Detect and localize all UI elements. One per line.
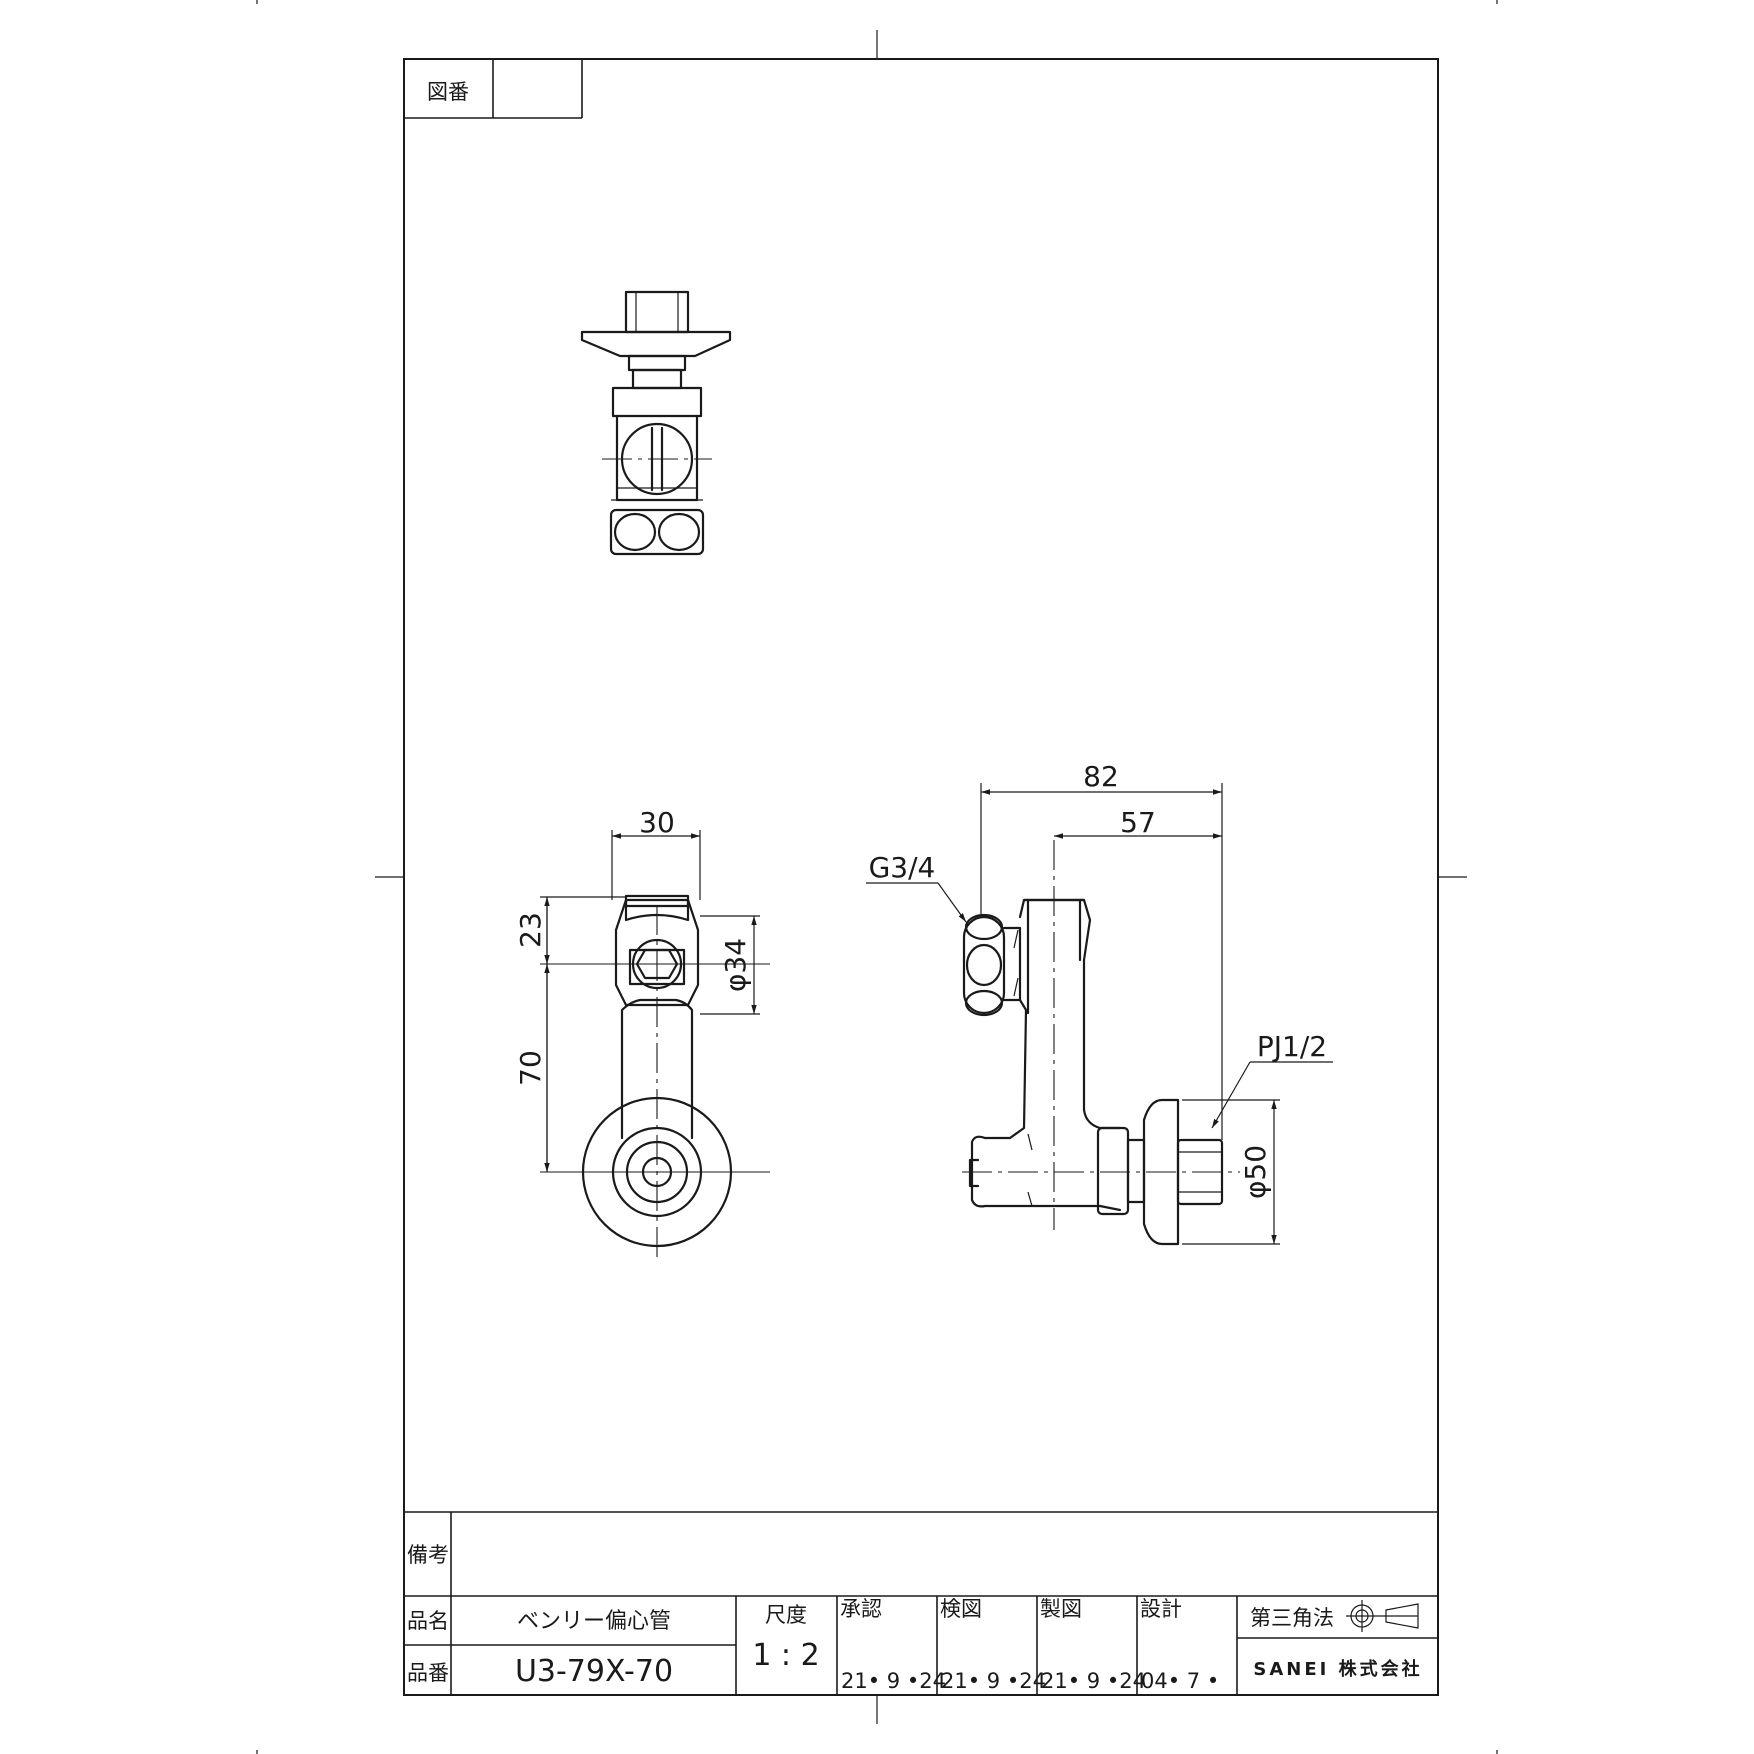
approved-date: 21• 9 •24 bbox=[841, 1669, 946, 1693]
scale-label: 尺度 bbox=[765, 1603, 807, 1627]
sheet-marks bbox=[256, 0, 1498, 1754]
dim-pj12: PJ1/2 bbox=[1257, 1030, 1327, 1063]
drawing-number-box: 図番 bbox=[404, 59, 583, 119]
front-view bbox=[540, 894, 770, 1260]
dim-70: 70 bbox=[514, 1050, 547, 1086]
drawn-label: 製図 bbox=[1040, 1597, 1082, 1621]
projection-label: 第三角法 bbox=[1250, 1606, 1334, 1630]
dim-dia-50: φ50 bbox=[1239, 1145, 1272, 1199]
drawing-number-label: 図番 bbox=[427, 80, 469, 104]
remarks-label: 備考 bbox=[407, 1543, 449, 1567]
dim-57: 57 bbox=[1120, 806, 1156, 839]
dim-23: 23 bbox=[514, 912, 547, 948]
drawing-frame bbox=[403, 58, 1439, 1696]
checked-label: 検図 bbox=[940, 1597, 982, 1621]
side-view-dimensions: 82 57 G3/4 PJ1/2 φ50 bbox=[866, 760, 1333, 1245]
product-name-value: ベンリー偏心管 bbox=[517, 1609, 671, 1634]
designed-label: 設計 bbox=[1140, 1597, 1182, 1621]
dim-dia-34: φ34 bbox=[719, 938, 752, 992]
top-view bbox=[580, 290, 732, 556]
front-view-dimensions: 30 23 70 φ34 bbox=[514, 806, 760, 1172]
approved-label: 承認 bbox=[840, 1597, 882, 1621]
scale-value: 1 : 2 bbox=[752, 1638, 819, 1673]
checked-date: 21• 9 •24 bbox=[941, 1669, 1046, 1693]
product-number-label: 品番 bbox=[407, 1661, 449, 1685]
dim-30: 30 bbox=[639, 806, 675, 839]
third-angle-projection-icon bbox=[1346, 1600, 1419, 1632]
product-number-value: U3-79X-70 bbox=[515, 1654, 673, 1689]
side-view bbox=[962, 840, 1240, 1246]
drawn-date: 21• 9 •24 bbox=[1041, 1669, 1146, 1693]
designed-date: 04• 7 • bbox=[1141, 1669, 1219, 1693]
company-name: SANEI 株式会社 bbox=[1253, 1658, 1422, 1680]
product-name-label: 品名 bbox=[407, 1609, 449, 1633]
dim-g34: G3/4 bbox=[869, 851, 936, 884]
title-block: 備考 品名 ベンリー偏心管 品番 U3-79X-70 尺度 1 : 2 承認 2… bbox=[404, 1511, 1438, 1695]
dim-82: 82 bbox=[1083, 760, 1119, 793]
